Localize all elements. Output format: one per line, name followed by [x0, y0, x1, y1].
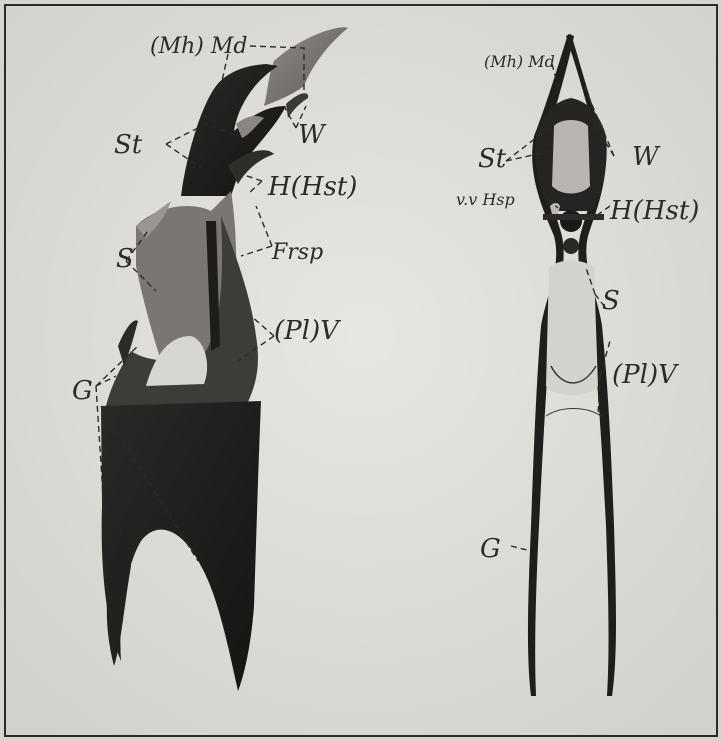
left-label-frsp: Frsp [272, 242, 323, 264]
left-label-h-hst: H(Hst) [268, 174, 357, 200]
right-label-pl-v: (Pl)V [612, 362, 677, 388]
right-label-w: W [632, 144, 659, 170]
left-label-mh-md: (Mh) Md [150, 36, 247, 58]
right-label-s: S [602, 288, 620, 314]
right-label-vv-hsp: v.v Hsp [456, 192, 515, 208]
left-label-st: St [114, 132, 142, 158]
figure-plate: (Mh) Md St W H(Hst) Frsp S (Pl)V G (Mh) … [4, 4, 718, 737]
left-label-w: W [298, 122, 325, 148]
right-label-mh-md: (Mh) Md [484, 54, 555, 70]
right-label-h-hst: H(Hst) [610, 198, 699, 224]
left-label-s: S [116, 246, 134, 272]
right-label-g: G [480, 536, 501, 562]
left-label-pl-v: (Pl)V [274, 318, 339, 344]
left-label-g: G [72, 378, 93, 404]
right-label-st: St [478, 146, 506, 172]
